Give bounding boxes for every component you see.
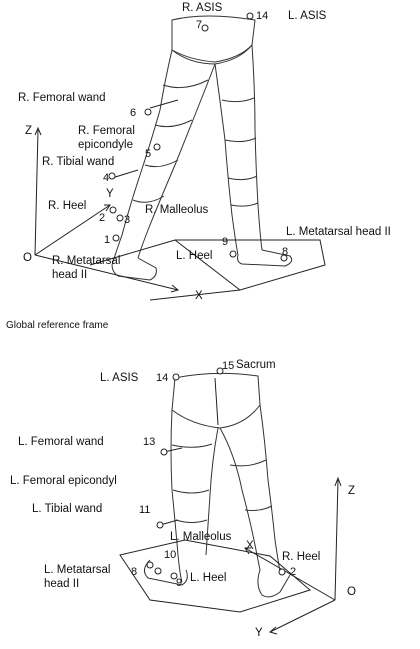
top-axes (34, 126, 326, 301)
marker-number: 5 (145, 148, 152, 160)
marker-number: 9 (222, 236, 229, 248)
label-r-asis: R. ASIS (182, 2, 223, 14)
marker-number: 1 (104, 234, 111, 246)
marker-number: 14 (256, 10, 269, 22)
marker-number: 2 (290, 566, 297, 578)
marker-number: 3 (124, 214, 131, 226)
axis-z-label-bottom: Z (348, 485, 356, 497)
label-l-malleolus: L. Malleolus (170, 531, 232, 543)
axis-y-label: Y (106, 188, 114, 200)
label-l-asis: L. ASIS (288, 10, 327, 22)
marker-number: 8 (282, 246, 289, 258)
axis-x-label-bottom: X (246, 540, 254, 552)
top-body-outline (111, 15, 293, 281)
marker-number: 15 (222, 360, 235, 372)
marker-number: 2 (99, 212, 106, 224)
label-l-femoral-wand: L. Femoral wand (18, 436, 104, 448)
origin-label: O (23, 252, 32, 264)
label-r-heel-bottom: R. Heel (282, 551, 321, 563)
label-l-femoral-epicondyl: L. Femoral epicondyl (10, 475, 117, 487)
label-r-metatarsal-head: R. Metatarsal head II (52, 255, 121, 281)
marker-number: 11 (139, 504, 151, 516)
label-l-asis-bottom: L. ASIS (100, 372, 139, 384)
marker-number: 4 (103, 172, 110, 184)
label-sacrum: Sacrum (236, 359, 276, 371)
label-l-metatarsal-head: L. Metatarsal head II (286, 226, 391, 238)
marker-number: 7 (196, 19, 203, 31)
marker-number: 10 (164, 549, 177, 561)
axis-x-label: X (195, 290, 203, 302)
label-r-femoral-epicondyle: R. Femoral epicondyle (78, 125, 135, 151)
axis-y-label-bottom: Y (255, 627, 263, 639)
top-markers (108, 12, 288, 262)
label-l-heel-bottom: L. Heel (190, 572, 227, 584)
label-r-tibial-wand: R. Tibial wand (42, 156, 115, 168)
bottom-axes (119, 476, 342, 635)
marker-number: 13 (143, 436, 156, 448)
label-r-malleolus: R. Malleolus (145, 204, 209, 216)
marker-number: 9 (176, 577, 183, 589)
origin-label-bottom: O (347, 586, 356, 598)
bottom-body-outline (144, 372, 291, 598)
label-l-heel: L. Heel (176, 250, 213, 262)
label-r-heel: R. Heel (48, 200, 87, 212)
caption-global-reference-frame: Global reference frame (6, 320, 109, 331)
bottom-markers (146, 367, 286, 580)
label-l-tibial-wand: L. Tibial wand (32, 503, 103, 515)
label-l-metatarsal-head-bottom: L. Metatarsal head II (44, 564, 111, 590)
axis-z-label: Z (25, 125, 33, 137)
label-r-femoral-wand: R. Femoral wand (18, 92, 106, 104)
marker-number: 8 (131, 566, 138, 578)
marker-number: 6 (130, 107, 137, 119)
marker-number: 14 (156, 372, 169, 384)
